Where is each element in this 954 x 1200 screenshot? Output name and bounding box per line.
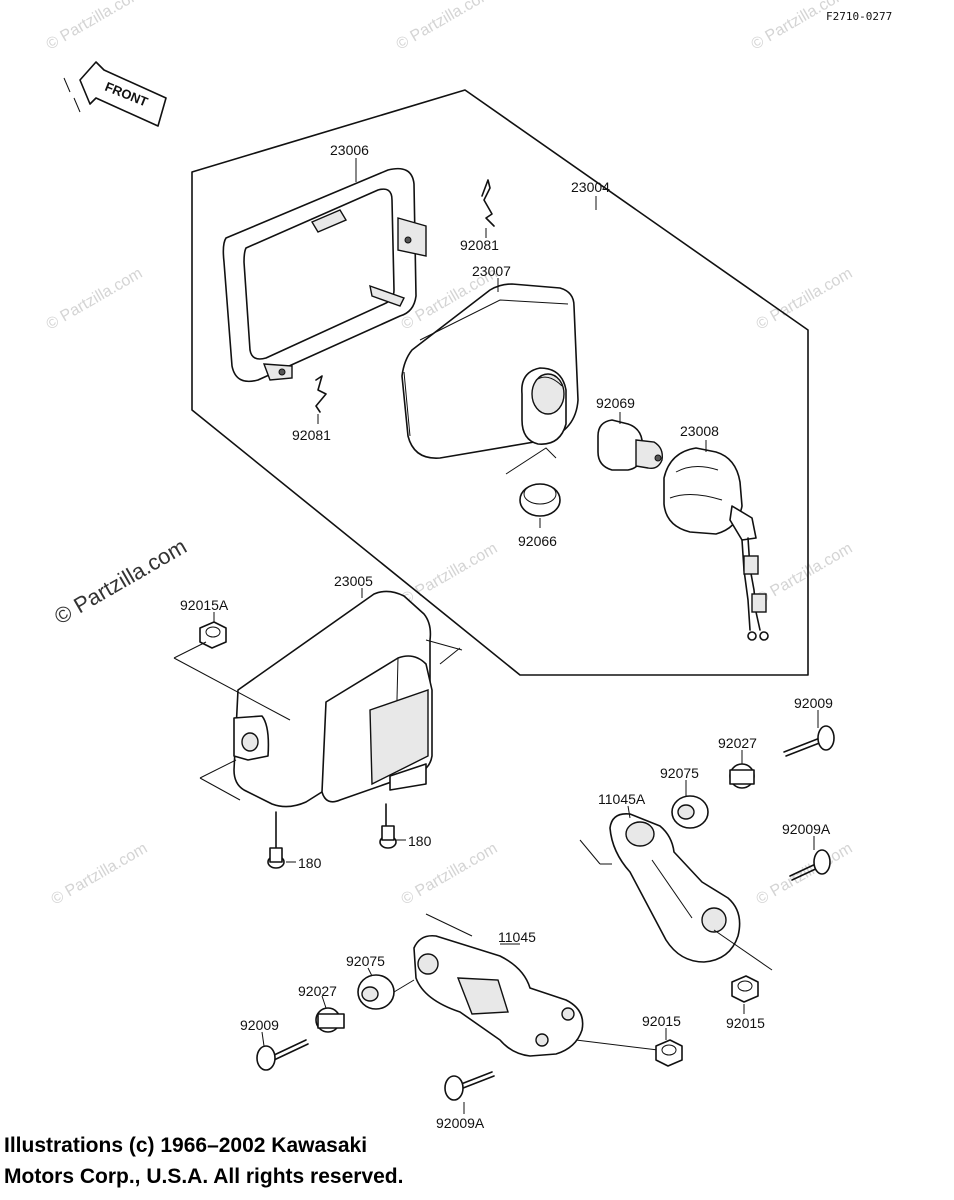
nut-92015-center xyxy=(655,1039,683,1067)
front-arrow-icon: FRONT xyxy=(63,61,167,127)
part-label-23008: 23008 xyxy=(680,423,719,439)
bulb-socket-23008 xyxy=(663,447,769,641)
bolt-92009A-bottom xyxy=(444,1071,495,1101)
watermark: © Partzilla.com xyxy=(399,540,501,609)
bracket-11045A xyxy=(579,812,741,963)
cap-92066 xyxy=(505,447,561,517)
part-label-92009A: 92009A xyxy=(436,1115,485,1131)
bolt-92009-right xyxy=(783,725,835,757)
nut-92015A xyxy=(173,621,291,801)
diagram-ref-code: F2710-0277 xyxy=(826,10,892,23)
spring-clip-92081-bottom xyxy=(315,375,327,413)
part-label-23007: 23007 xyxy=(472,263,511,279)
watermark: © Partzilla.com xyxy=(754,265,856,334)
part-label-92027: 92027 xyxy=(298,983,337,999)
part-label-92081: 92081 xyxy=(460,237,499,253)
copyright-notice: Illustrations (c) 1966–2002 Kawasaki Mot… xyxy=(4,1130,403,1192)
part-label-92081: 92081 xyxy=(292,427,331,443)
watermark: © Partzilla.com xyxy=(394,0,496,53)
grommet-92075-left xyxy=(357,974,415,1010)
spring-clip-92081-top xyxy=(481,179,495,227)
part-label-92066: 92066 xyxy=(518,533,557,549)
bracket-11045 xyxy=(413,913,659,1057)
part-label-92015: 92015 xyxy=(642,1013,681,1029)
headlight-housing-23005 xyxy=(233,590,463,808)
part-label-23004: 23004 xyxy=(571,179,610,195)
part-label-180: 180 xyxy=(298,855,322,871)
watermark: © Partzilla.com xyxy=(399,840,501,909)
part-label-23006: 23006 xyxy=(330,142,369,158)
part-label-92009: 92009 xyxy=(240,1017,279,1033)
part-label-92009: 92009 xyxy=(794,695,833,711)
watermark: © Partzilla.com xyxy=(749,0,851,53)
part-label-92075: 92075 xyxy=(660,765,699,781)
headlight-bulb-92069 xyxy=(597,419,664,471)
part-label-92075: 92075 xyxy=(346,953,385,969)
part-label-92009A: 92009A xyxy=(782,821,831,837)
copyright-line-2: Motors Corp., U.S.A. All rights reserved… xyxy=(4,1165,404,1188)
part-label-23005: 23005 xyxy=(334,573,373,589)
leader-lines xyxy=(213,158,819,1114)
part-label-92015: 92015 xyxy=(726,1015,765,1031)
watermark: © Partzilla.com xyxy=(754,540,856,609)
watermark: © Partzilla.com xyxy=(49,840,151,909)
watermark-large: © Partzilla.com xyxy=(50,534,191,630)
screw-180-right xyxy=(379,803,397,849)
headlight-unit-23007 xyxy=(401,283,579,459)
part-label-92027: 92027 xyxy=(718,735,757,751)
part-labels: 23006 23004 92081 23007 92081 92069 2300… xyxy=(180,142,833,1131)
bolt-92009A-right xyxy=(789,849,831,881)
watermark: © Partzilla.com xyxy=(44,265,146,334)
watermark: © Partzilla.com xyxy=(44,0,146,53)
part-label-92069: 92069 xyxy=(596,395,635,411)
collar-92027-right xyxy=(729,763,755,789)
part-label-92015A: 92015A xyxy=(180,597,229,613)
bolt-92009-left xyxy=(256,1039,309,1071)
grommet-92075-right xyxy=(671,795,709,829)
collar-92027-left xyxy=(315,1007,345,1033)
part-label-11045A: 11045A xyxy=(598,791,646,807)
assembly-23004-outline xyxy=(191,89,809,676)
screw-180-left xyxy=(267,811,285,869)
copyright-line-1: Illustrations (c) 1966–2002 Kawasaki xyxy=(4,1134,368,1157)
part-label-180: 180 xyxy=(408,833,432,849)
part-label-11045: 11045 xyxy=(498,929,536,945)
nut-92015-right xyxy=(713,929,773,1003)
headlight-rim-23006 xyxy=(222,167,427,383)
